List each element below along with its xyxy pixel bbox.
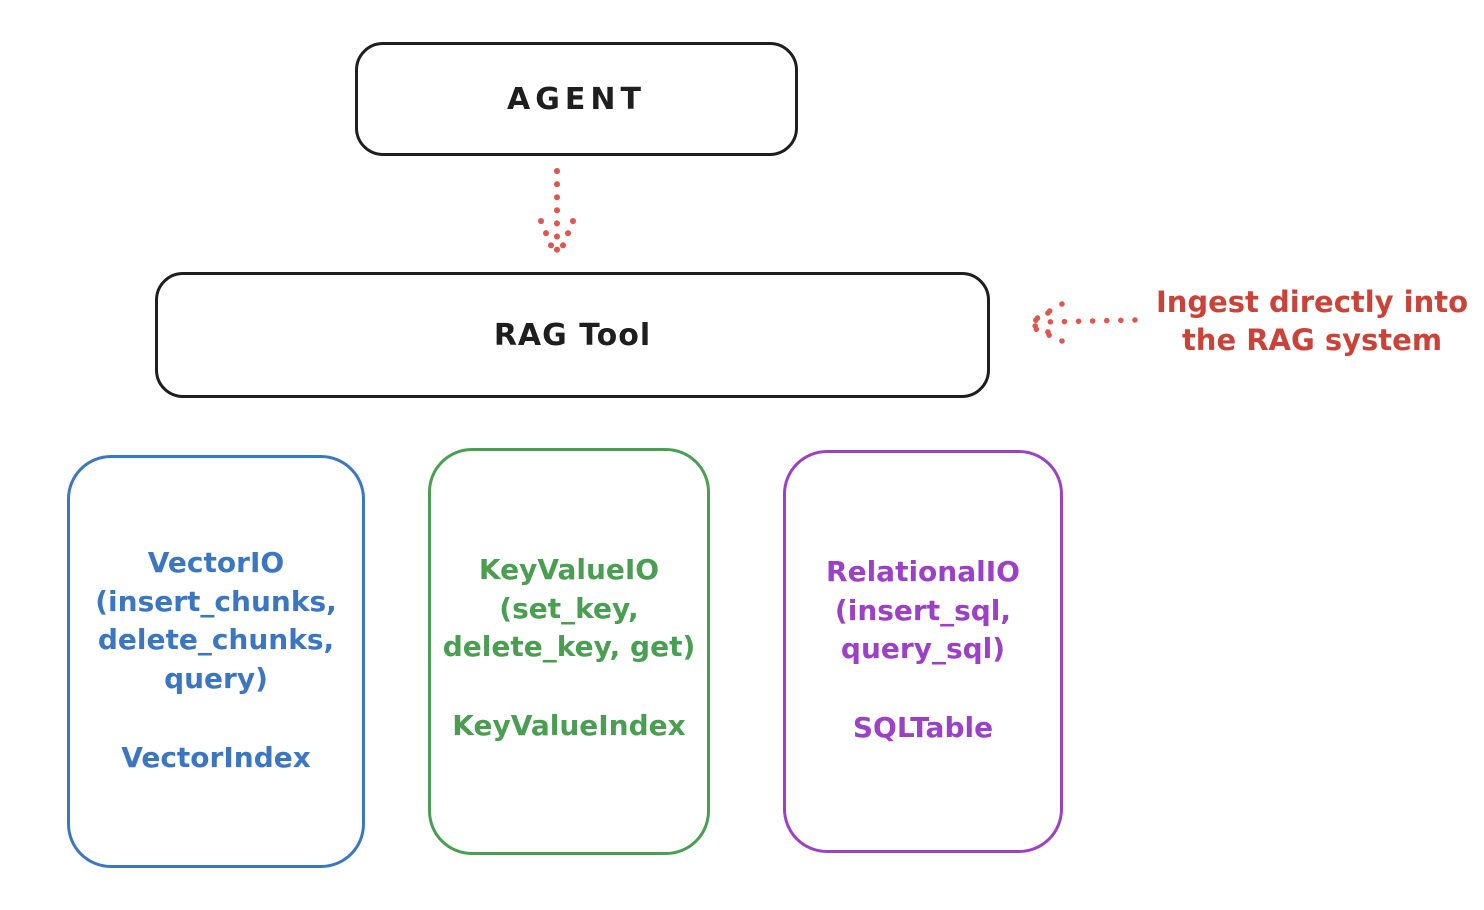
rag-tool-box: RAG Tool — [155, 272, 990, 398]
vector-index-label: VectorIndex — [121, 740, 311, 774]
relational-io-box: RelationalIO (insert_sql, query_sql) SQL… — [783, 450, 1063, 853]
ingest-annotation-text: Ingest directly into the RAG system — [1155, 285, 1469, 358]
relational-io-title: RelationalIO (insert_sql, query_sql) — [826, 555, 1020, 666]
rag-tool-label: RAG Tool — [493, 317, 652, 353]
key-value-io-box: KeyValueIO (set_key, delete_key, get) Ke… — [428, 448, 710, 855]
key-value-io-title: KeyValueIO (set_key, delete_key, get) — [442, 553, 696, 664]
vector-io-box: VectorIO (insert_chunks, delete_chunks, … — [67, 455, 365, 868]
key-value-index-label: KeyValueIndex — [452, 708, 686, 742]
vector-io-title: VectorIO (insert_chunks, delete_chunks, … — [95, 546, 337, 695]
agent-to-rag-dotted-arrow-icon — [538, 168, 576, 262]
agent-label: AGENT — [507, 81, 646, 117]
ingest-dotted-arrow-icon — [1024, 301, 1138, 344]
agent-box: AGENT — [355, 42, 798, 156]
sql-table-label: SQLTable — [852, 710, 994, 744]
